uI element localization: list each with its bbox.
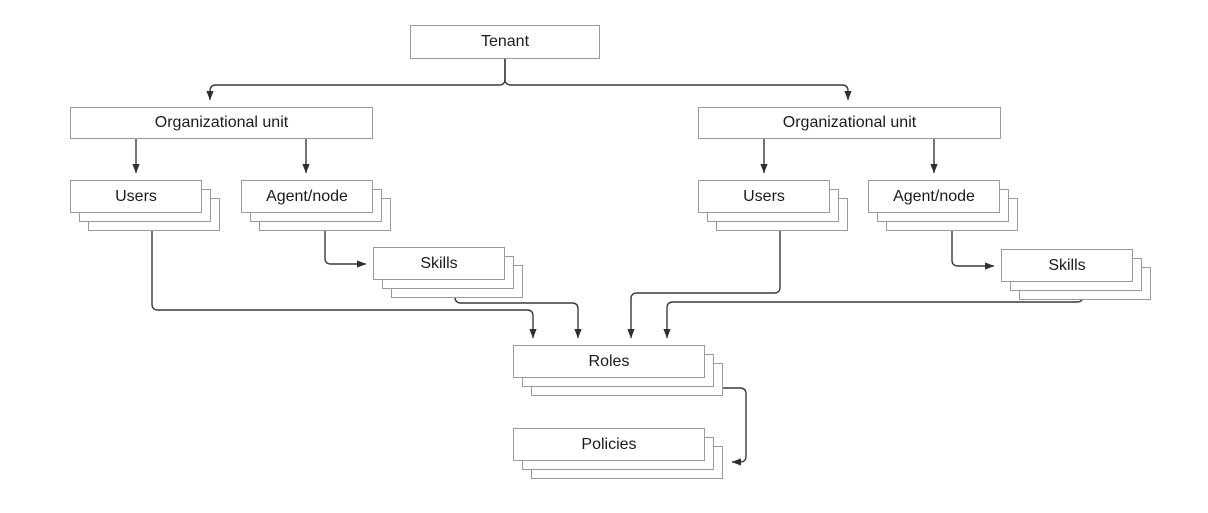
node-agent-node-left[interactable]: Agent/node [241, 180, 391, 231]
node-skills-left[interactable]: Skills [373, 247, 523, 298]
node-organizational-unit-left-label: Organizational unit [154, 114, 289, 131]
node-policies-label: Policies [581, 435, 637, 453]
node-organizational-unit-right[interactable]: Organizational unit [698, 107, 1001, 139]
node-agent-node-right-face: Agent/node [868, 180, 1000, 213]
node-policies-face: Policies [513, 428, 705, 461]
node-tenant-face: Tenant [410, 25, 600, 59]
edge-agent-left-to-skills [324, 230, 367, 268]
node-agent-node-left-label: Agent/node [266, 187, 348, 205]
node-skills-right-label: Skills [1048, 256, 1086, 274]
node-tenant-label: Tenant [480, 33, 530, 50]
node-agent-node-right-label: Agent/node [893, 187, 975, 205]
node-organizational-unit-left-face: Organizational unit [70, 107, 373, 139]
node-skills-right-face: Skills [1001, 249, 1133, 282]
edge-agent-right-to-skills [951, 230, 995, 270]
edge-skills-right-to-roles [663, 295, 1084, 339]
node-users-right-face: Users [698, 180, 830, 213]
edge-tenant-to-ou-right [504, 59, 852, 101]
node-roles-face: Roles [513, 345, 705, 378]
node-organizational-unit-right-label: Organizational unit [782, 114, 917, 131]
edge-tenant-to-ou-left [206, 59, 506, 101]
node-organizational-unit-left[interactable]: Organizational unit [70, 107, 373, 139]
node-roles[interactable]: Roles [513, 345, 723, 396]
edge-users-right-to-roles [627, 213, 781, 339]
node-users-left[interactable]: Users [70, 180, 220, 231]
node-tenant[interactable]: Tenant [410, 25, 600, 59]
node-skills-left-face: Skills [373, 247, 505, 280]
node-users-right-label: Users [743, 187, 785, 205]
node-organizational-unit-right-face: Organizational unit [698, 107, 1001, 139]
node-skills-left-label: Skills [420, 254, 458, 272]
node-agent-node-left-face: Agent/node [241, 180, 373, 213]
edge-roles-to-policies [722, 387, 747, 466]
node-users-left-face: Users [70, 180, 202, 213]
node-users-left-label: Users [115, 187, 157, 205]
node-agent-node-right[interactable]: Agent/node [868, 180, 1018, 231]
edge-skills-left-to-roles [454, 296, 582, 339]
node-roles-label: Roles [588, 352, 630, 370]
node-policies[interactable]: Policies [513, 428, 723, 479]
node-skills-right[interactable]: Skills [1001, 249, 1151, 300]
node-users-right[interactable]: Users [698, 180, 848, 231]
edge-users-left-to-roles [151, 213, 537, 339]
